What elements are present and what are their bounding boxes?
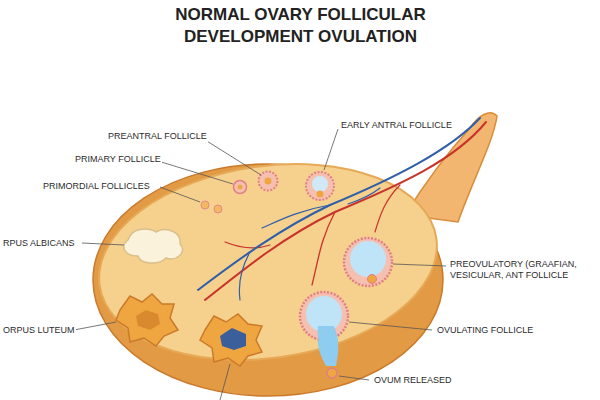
antrum (312, 176, 328, 192)
part-label: PRIMORDIAL FOLLICLES (42, 181, 151, 192)
corpus-luteum-core (136, 310, 160, 330)
corpus-luteum (200, 314, 262, 366)
part-label: EARLY ANTRAL FOLLICLE (340, 120, 453, 131)
blood-vessels (198, 118, 486, 300)
oocyte (265, 178, 272, 185)
released-ovum (327, 368, 337, 378)
part-label: OVUM RELEASED (373, 375, 453, 386)
oocyte (238, 185, 243, 190)
preantral-follicle (259, 172, 278, 191)
corpus-albicans (124, 229, 183, 263)
part-label: PREOVULATORY (GRAAFIAN, VESICULAR, ANT F… (449, 259, 597, 281)
early-antral-follicle (306, 172, 334, 200)
oocyte (368, 275, 377, 284)
primary-follicle (234, 181, 247, 194)
antrum (350, 241, 386, 277)
ovary-cut-face (86, 143, 449, 380)
corpus-luteum (116, 294, 178, 346)
follicular-fluid (318, 326, 338, 362)
part-label: RPUS ALBICANS (2, 238, 76, 249)
preovulatory-follicle (344, 238, 392, 286)
corpus-luteum-core (220, 328, 246, 350)
part-label: PREANTRAL FOLLICLE (107, 131, 208, 142)
part-label: PRIMARY FOLLICLE (74, 154, 162, 165)
diagram-title: NORMAL OVARY FOLLICULAR DEVELOPMENT OVUL… (175, 4, 426, 48)
leader-lines (74, 129, 446, 400)
primordial-follicle (201, 201, 209, 209)
part-label: OVULATING FOLLICLE (436, 325, 534, 336)
part-label: ORPUS LUTEUM (2, 325, 76, 336)
oocyte (317, 191, 324, 198)
primordial-follicle (214, 205, 222, 213)
